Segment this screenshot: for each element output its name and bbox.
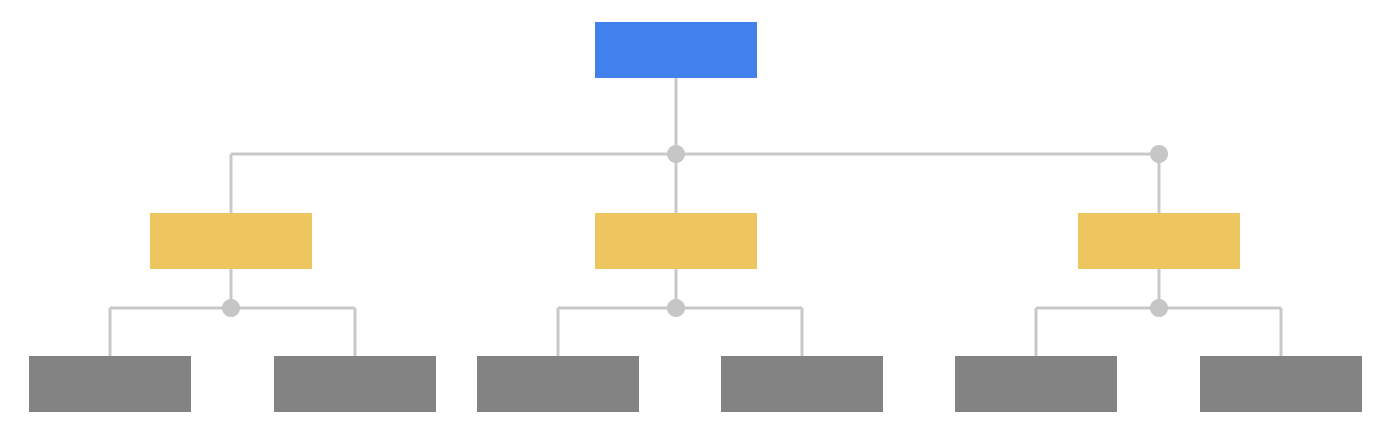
level1-node-3 [1078, 213, 1240, 269]
level2-node-3-1-group [955, 356, 1117, 412]
junction-dot-right [1150, 145, 1168, 163]
level1-node-2-group [595, 213, 757, 269]
level2-node-1-1 [29, 356, 191, 412]
level2-node-3-2-group [1200, 356, 1362, 412]
level2-node-2-1 [477, 356, 639, 412]
junction-dot-level1-3 [1150, 299, 1168, 317]
level2-node-2-2 [721, 356, 883, 412]
level2-node-1-2 [274, 356, 436, 412]
level2-node-1-1-group [29, 356, 191, 412]
level2-node-3-1 [955, 356, 1117, 412]
level2-node-2-2-group [721, 356, 883, 412]
junction-dot-root [667, 145, 685, 163]
level1-node-1-group [150, 213, 312, 269]
level2-node-3-2 [1200, 356, 1362, 412]
level1-node-3-group [1078, 213, 1240, 269]
junction-dot-level1-1 [222, 299, 240, 317]
level1-node-2 [595, 213, 757, 269]
junction-dot-level1-2 [667, 299, 685, 317]
level2-node-1-2-group [274, 356, 436, 412]
root-node [595, 22, 757, 78]
level1-node-1 [150, 213, 312, 269]
root-node-group [595, 22, 757, 78]
level2-node-2-1-group [477, 356, 639, 412]
